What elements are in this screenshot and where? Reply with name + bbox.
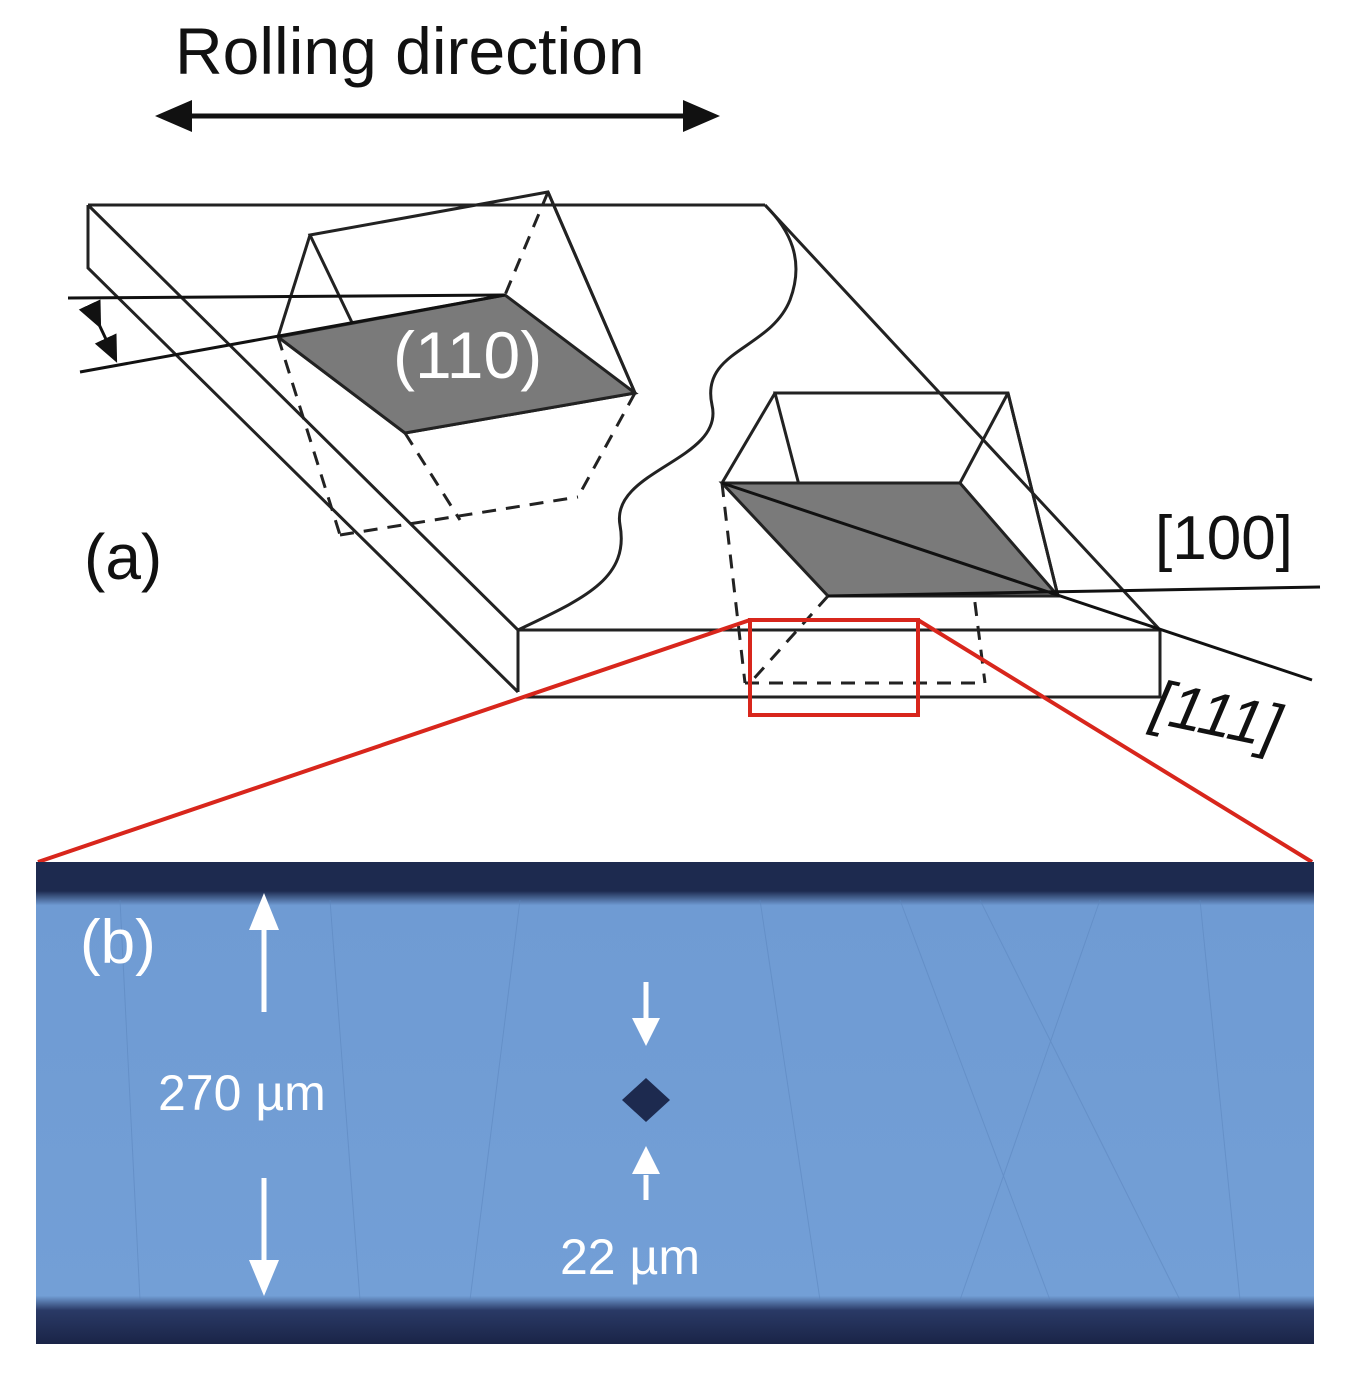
indent-size-label: 22 µm xyxy=(560,1229,700,1285)
rolling-direction-arrow xyxy=(155,100,720,132)
indent-mark xyxy=(622,1078,670,1122)
indent-arrows xyxy=(632,982,660,1200)
sheet-left xyxy=(86,203,798,694)
panel-b-label: (b) xyxy=(80,908,156,977)
sheet-right xyxy=(518,203,1162,699)
micrograph-panel xyxy=(36,862,1314,1344)
angle-indicator xyxy=(67,293,506,374)
plane-110-label: (110) xyxy=(393,318,543,392)
zoom-box xyxy=(37,618,1314,864)
rolling-direction-label: Rolling direction xyxy=(175,14,645,88)
panel-a-label: (a) xyxy=(84,521,163,593)
direction-100-label: [100] xyxy=(1155,504,1293,573)
thickness-arrows xyxy=(249,893,279,1296)
direction-lines xyxy=(721,481,1321,682)
thickness-label: 270 µm xyxy=(158,1065,326,1121)
